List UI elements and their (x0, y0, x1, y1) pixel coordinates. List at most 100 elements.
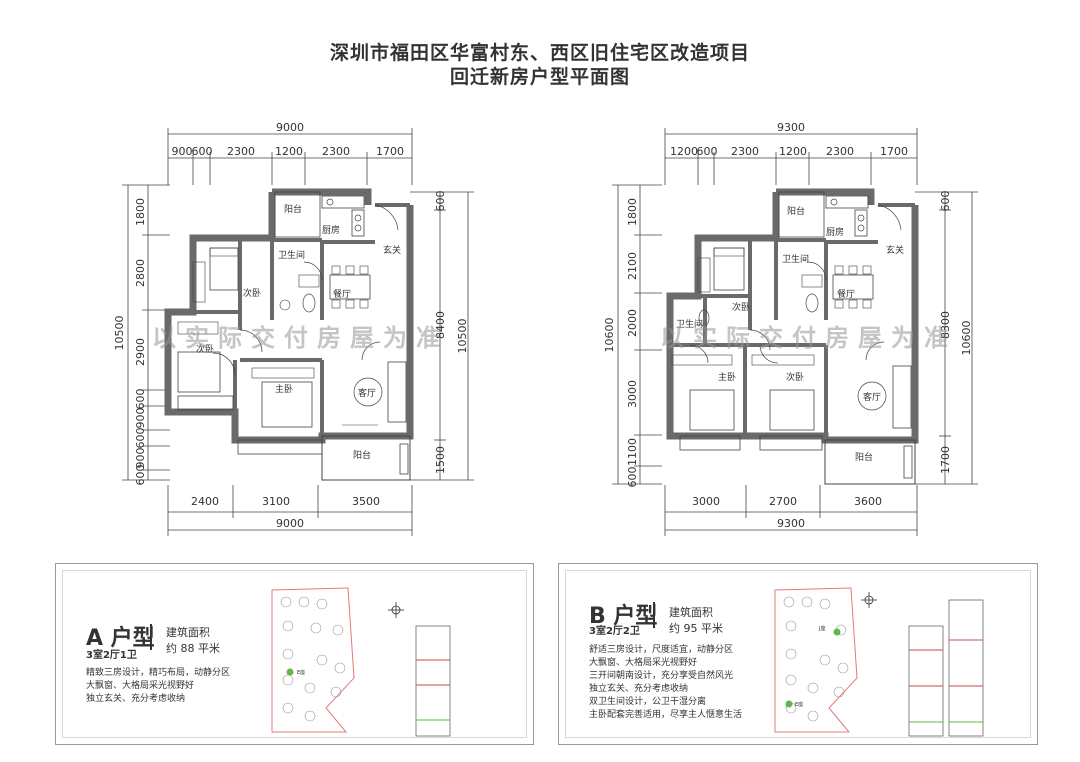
plan-b-dim-bottom-2: 2700 (769, 495, 797, 508)
unit-b-feature-6: 主卧配套完善适用，尽享主人惬意生活 (589, 710, 743, 720)
plan-a-dim-top-6: 1700 (376, 145, 404, 158)
plan-b-dim-bottom-3: 3600 (854, 495, 882, 508)
plan-a-dim-top-3: 2300 (227, 145, 255, 158)
plan-b-dim-right-1: 600 (939, 191, 952, 212)
plan-a-dim-top-total: 9000 (276, 121, 304, 134)
plan-a-dim-left-5: 900 (134, 408, 147, 429)
plan-b-dim-left-1: 1800 (626, 198, 639, 226)
plan-a-room-bath: 卫生间 (278, 249, 305, 261)
plan-a-dim-right-total: 10500 (456, 319, 469, 354)
plan-b-dim-left-5: 1100 (626, 438, 639, 466)
unit-a-site-label: E座 (297, 669, 305, 676)
unit-b-area-value: 约 95 平米 (669, 622, 723, 635)
plan-b-room-bed-mid: 次卧 (786, 371, 804, 383)
plan-b-room-labels: 阳台 厨房 玄关 卫生间 次卧 餐厅 卫生间 主卧 次卧 客厅 阳台 (676, 205, 904, 463)
plan-b-dim-top-6: 1700 (880, 145, 908, 158)
unit-b-feature-5: 双卫生间设计，公卫干湿分离 (589, 697, 707, 707)
plan-b-dim-top-total: 9300 (777, 121, 805, 134)
plan-b-room-balcony-top: 阳台 (787, 205, 805, 217)
plan-b-room-dining: 餐厅 (837, 288, 855, 300)
unit-a-area-label: 建筑面积 (166, 626, 210, 639)
unit-b-title: B 户型 (589, 604, 658, 629)
plan-b-dim-right-3: 1700 (939, 446, 952, 474)
plan-a-dim-left-2: 2800 (134, 259, 147, 287)
plan-a-dim-top-1: 900 (172, 145, 193, 158)
unit-a-site-marker (286, 668, 294, 676)
unit-b-divider (653, 602, 655, 628)
plan-b-dim-right-2: 8300 (939, 311, 952, 339)
plan-a-dim-right-2: 8400 (434, 311, 447, 339)
plan-a-dim-bottom-2: 3100 (262, 495, 290, 508)
unit-a-card-frame (62, 570, 527, 738)
unit-b-feature-1: 舒适三房设计，尺度适宜，动静分区 (589, 645, 734, 655)
unit-b-site-label-j: J座 (818, 625, 825, 632)
unit-b-card: B 户型 3室2厅2卫 建筑面积 约 95 平米 舒适三房设计，尺度适宜，动静分… (558, 563, 1038, 745)
page-title-line1: 深圳市福田区华富村东、西区旧住宅区改造项目 (329, 42, 750, 64)
plan-a-dim-left-7: 900 (134, 448, 147, 469)
unit-a-site-plan: E座 (271, 587, 451, 737)
plan-b-dim-left-3: 2000 (626, 309, 639, 337)
plan-a-room-labels: 阳台 厨房 玄关 卫生间 次卧 餐厅 次卧 主卧 客厅 阳台 (196, 203, 401, 461)
plan-b-dim-left-4: 3000 (626, 380, 639, 408)
plan-b-room-bath2: 卫生间 (676, 318, 703, 330)
plan-a-dim-right-1: 600 (434, 191, 447, 212)
unit-b-feature-2: 大飘窗、大格局采光视野好 (589, 658, 698, 668)
unit-b-layout: 3室2厅2卫 (589, 626, 640, 637)
plan-a-dim-labels: 9000 900 600 2300 1200 2300 1700 2400 31… (113, 121, 469, 530)
north-arrow-icon-b (861, 592, 877, 608)
plan-a-room-living: 客厅 (358, 387, 376, 399)
plan-a-room-bed-top: 次卧 (243, 287, 261, 299)
unit-a-feature-3: 独立玄关、充分考虑收纳 (86, 694, 186, 704)
plan-a-dim-left-8: 600 (134, 465, 147, 486)
watermark-right: 以实际交付房屋为准 (660, 324, 957, 352)
unit-a-divider (150, 624, 152, 650)
unit-b-site-marker-j (833, 628, 841, 636)
plan-b-dim-top-3: 2300 (731, 145, 759, 158)
plan-b-dim-labels: 9300 1200 600 2300 1200 2300 1700 3000 2… (603, 121, 973, 530)
plan-b-dim-top-2: 600 (697, 145, 718, 158)
plan-b-dim-left-2: 2100 (626, 252, 639, 280)
unit-b-tower-elevation-1 (908, 625, 944, 737)
plan-a-dim-top-2: 600 (192, 145, 213, 158)
plan-b-dim-bottom-total: 9300 (777, 517, 805, 530)
floor-plan-b (612, 128, 978, 536)
watermark-left: 以实际交付房屋为准 (152, 324, 449, 352)
unit-a-feature-1: 精致三房设计，精巧布局，动静分区 (86, 668, 231, 678)
plan-b-dim-top-5: 2300 (826, 145, 854, 158)
floor-plan-a (122, 128, 474, 536)
plan-a-dim-bottom-1: 2400 (191, 495, 219, 508)
plan-a-room-master: 主卧 (275, 383, 293, 395)
plan-a-dim-bottom-total: 9000 (276, 517, 304, 530)
plan-b-room-kitchen: 厨房 (826, 226, 844, 238)
plan-a-dim-top-5: 2300 (322, 145, 350, 158)
plan-a-dim-top-4: 1200 (275, 145, 303, 158)
plan-b-dim-top-4: 1200 (779, 145, 807, 158)
plan-a-dim-left-3: 2900 (134, 338, 147, 366)
page-title-line2: 回迁新房户型平面图 (449, 66, 630, 88)
unit-b-area-label: 建筑面积 (669, 606, 713, 619)
plan-a-dim-left-4: 600 (134, 389, 147, 410)
plan-b-dim-left-6: 600 (626, 467, 639, 488)
unit-b-feature-4: 独立玄关、充分考虑收纳 (589, 684, 689, 694)
unit-b-feature-3: 三开间朝南设计，充分享受自然风光 (589, 671, 734, 681)
north-arrow-icon-a (388, 602, 404, 618)
plan-b-dim-bottom-1: 3000 (692, 495, 720, 508)
plan-a-room-balcony-top: 阳台 (284, 203, 302, 215)
plan-b-room-entrance: 玄关 (886, 244, 904, 256)
plan-b-dim-right-total: 10600 (960, 321, 973, 356)
unit-a-feature-2: 大飘窗、大格局采光视野好 (86, 681, 195, 691)
plan-a-dim-bottom-3: 3500 (352, 495, 380, 508)
unit-a-layout: 3室2厅1卫 (86, 650, 137, 661)
plan-a-room-entrance: 玄关 (383, 244, 401, 256)
plan-a-dim-left-1: 1800 (134, 198, 147, 226)
plan-b-room-bath: 卫生间 (782, 253, 809, 265)
plan-a-dim-right-3: 1500 (434, 446, 447, 474)
plan-a-dim-left-6: 600 (134, 428, 147, 449)
unit-a-title: A 户型 (86, 626, 155, 651)
unit-b-tower-elevation-2 (948, 599, 984, 737)
plan-b-dim-top-1: 1200 (670, 145, 698, 158)
unit-b-site-label-e: E座 (795, 701, 803, 708)
plan-a-room-balcony-bottom: 阳台 (353, 449, 371, 461)
unit-b-site-marker-e (785, 700, 793, 708)
